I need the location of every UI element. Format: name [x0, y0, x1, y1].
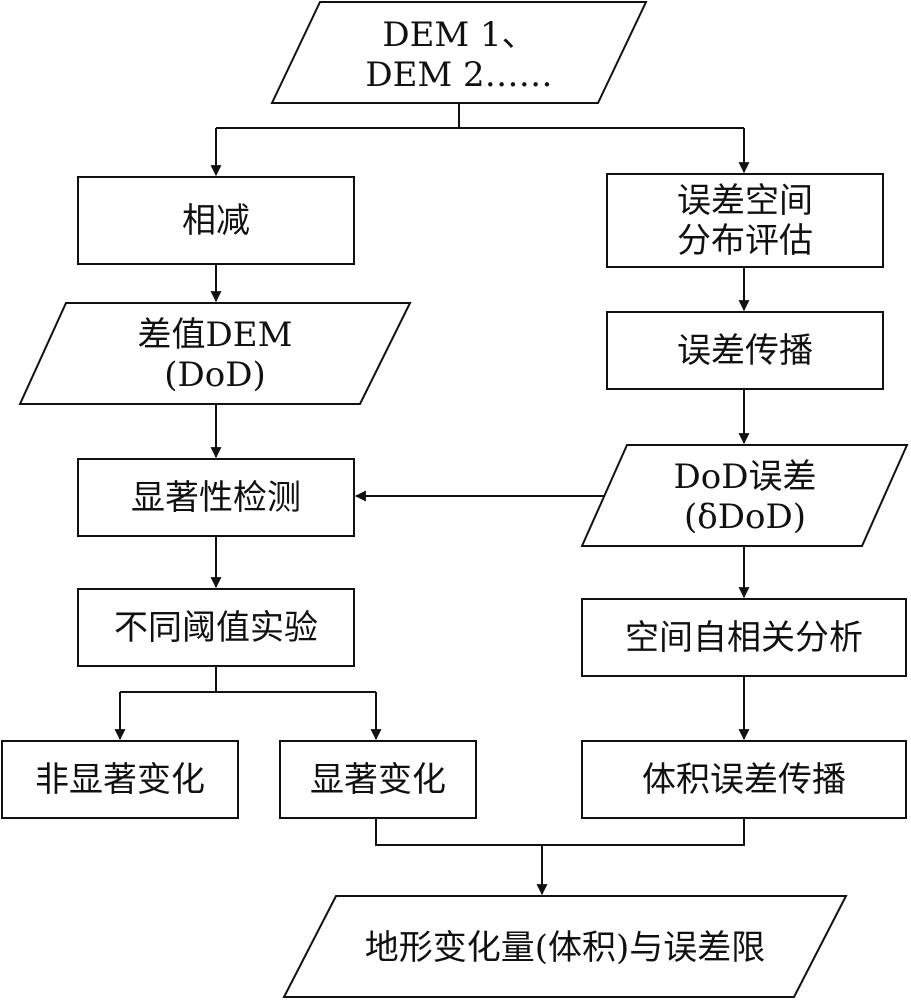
- output-parallelogram: [282, 895, 848, 998]
- input-label-line2: DEM 2……: [365, 55, 552, 95]
- dod-error-label-line1: DoD误差: [674, 457, 817, 497]
- volume-error-label: 体积误差传播: [642, 760, 846, 800]
- input-label-line1: DEM 1、: [382, 15, 535, 55]
- autocorr-box: [581, 598, 907, 677]
- error-spatial-label-line1: 误差空间: [677, 181, 813, 221]
- nonsig-label: 非显著变化: [35, 760, 205, 800]
- subtract-label: 相减: [182, 201, 250, 241]
- dod-label-line2: (DoD): [164, 355, 266, 395]
- sig-label: 显著变化: [310, 760, 446, 800]
- error-spatial-label-line2: 分布评估: [677, 221, 813, 261]
- dod-label-line1: 差值DEM: [138, 315, 293, 355]
- output-label: 地形变化量(体积)与误差限: [365, 928, 766, 968]
- dod-error-parallelogram: [580, 444, 909, 547]
- nonsig-box: [1, 740, 239, 819]
- threshold-label: 不同阈值实验: [114, 608, 318, 648]
- sig-box: [279, 740, 477, 819]
- error-prop-box: [606, 311, 884, 390]
- error-prop-label: 误差传播: [677, 331, 813, 371]
- autocorr-label: 空间自相关分析: [625, 618, 863, 658]
- connector-line: [375, 818, 745, 846]
- threshold-box: [77, 588, 355, 667]
- dod-error-label-line2: (δDoD): [684, 497, 806, 537]
- error-spatial-box: [606, 173, 884, 268]
- dod-parallelogram: [18, 302, 412, 405]
- subtract-box: [77, 176, 355, 265]
- input-dem-parallelogram: [270, 1, 648, 104]
- significance-label: 显著性检测: [131, 478, 301, 518]
